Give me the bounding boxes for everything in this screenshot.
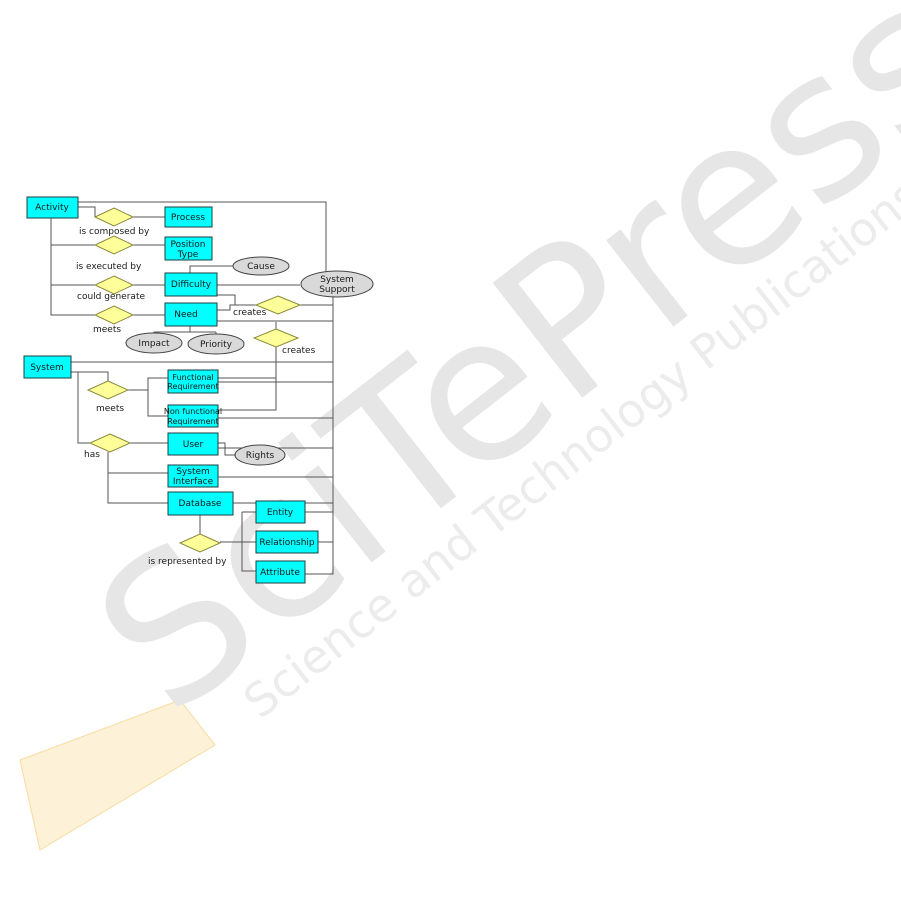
entity-process-label: Process [171,213,205,223]
attr-rights-label: Rights [246,451,275,461]
entity-position-type-label-1: Position [170,240,205,250]
entity-functional-requirement-label-2: Requirement [167,382,218,391]
attr-system-support-label-1: System [320,275,354,285]
entity-system-label: System [30,363,64,373]
connector-lines [50,201,334,575]
attr-rights: Rights [234,444,286,466]
diamond-creates-difficulty [254,295,302,315]
entity-system-interface-label-2: Interface [173,477,214,487]
relationship-labels: is composed by is executed by could gene… [76,227,316,567]
entity-nonfunctional-requirement-label-2: Requirement [167,417,218,426]
attr-impact: Impact [125,332,183,354]
label-creates-difficulty: creates [233,308,267,318]
label-is-composed-by: is composed by [79,227,150,237]
entity-relationship: Relationship [255,530,319,554]
entity-attribute: Attribute [255,560,306,584]
attr-priority: Priority [187,333,245,355]
entity-system-interface-label-1: System [176,467,210,477]
entity-functional-requirement-label-1: Functional [172,373,213,382]
entities: Activity Process Position Type Difficult… [23,196,319,584]
relationship-diamonds [86,207,302,553]
entity-system: System [23,355,72,379]
entity-nonfunctional-requirement-label-1: Non functional [164,407,222,416]
entity-functional-requirement: Functional Requirement [167,369,219,394]
label-is-executed-by: is executed by [76,262,142,272]
diamond-is-executed-by [93,235,135,255]
entity-entity: Entity [255,500,306,524]
watermark-logo [19,699,216,851]
attr-priority-label: Priority [200,340,233,350]
entity-difficulty: Difficulty [164,272,218,297]
attr-system-support: System Support [300,270,374,298]
label-creates-need: creates [282,346,316,356]
entity-entity-label: Entity [267,508,294,518]
diamond-meets-activity [93,305,135,325]
entity-process: Process [164,206,213,228]
attr-system-support-label-2: Support [319,285,355,295]
attr-cause: Cause [232,256,290,276]
diamond-has [88,433,132,453]
entity-need: Need [164,302,218,327]
entity-need-label: Need [174,310,198,320]
entity-attribute-label: Attribute [260,568,300,578]
label-has: has [84,450,100,460]
label-meets-activity: meets [93,325,121,335]
entity-user: User [167,432,219,456]
entity-activity: Activity [26,196,79,219]
diamond-meets-system [86,380,130,400]
entity-system-interface: System Interface [167,464,219,488]
entity-database: Database [167,491,234,516]
attr-cause-label: Cause [247,262,275,272]
attributes: Cause System Support Impact Priority Rig… [125,256,374,466]
entity-database-label: Database [179,499,222,509]
entity-relationship-label: Relationship [259,538,315,548]
label-could-generate: could generate [77,292,145,302]
diamond-creates-need [252,328,300,348]
label-meets-system: meets [96,404,124,414]
entity-position-type-label-2: Type [177,250,199,260]
attr-impact-label: Impact [138,339,170,349]
diamond-could-generate [93,275,135,295]
entity-nonfunctional-requirement: Non functional Requirement [164,404,222,428]
entity-position-type: Position Type [164,236,213,261]
diamond-is-composed-by [93,207,135,227]
label-is-represented-by: is represented by [148,557,227,567]
entity-difficulty-label: Difficulty [171,280,212,290]
entity-user-label: User [183,440,204,450]
diamond-is-represented-by [178,533,222,553]
entity-activity-label: Activity [35,203,69,213]
